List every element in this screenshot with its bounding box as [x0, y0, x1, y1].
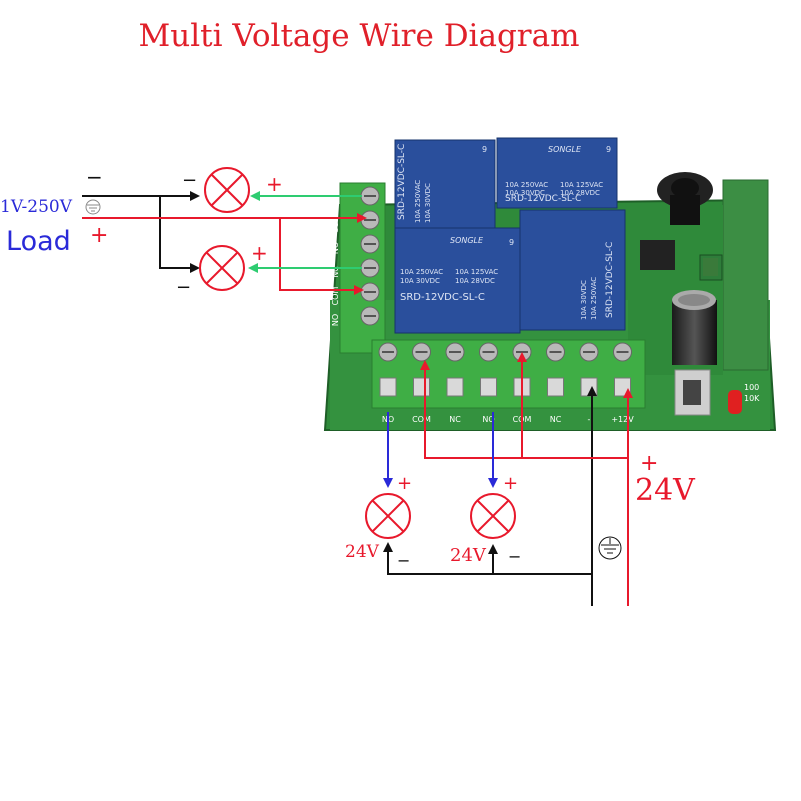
relay-2: SRD-12VDC-SL-C 10A 250VAC 10A 125VAC 10A… — [496, 137, 618, 209]
left-terminal-4 — [360, 258, 380, 278]
led: 100 10K — [728, 383, 760, 414]
bottom-terminal-label: NO — [482, 415, 494, 424]
bottom-terminal-label: - — [588, 415, 591, 424]
wires — [82, 191, 633, 606]
load-live-wire-2 — [279, 218, 364, 295]
svg-text:10A 125VAC: 10A 125VAC — [455, 268, 498, 276]
supply-plus-sign: + — [640, 451, 658, 476]
svg-text:SONGLE: SONGLE — [548, 145, 582, 154]
left-terminal-label: NO — [331, 314, 340, 326]
antenna-connector — [657, 172, 713, 225]
bottom-terminal-3 — [445, 342, 465, 397]
svg-text:10A 30VDC: 10A 30VDC — [505, 189, 545, 197]
lamp2-minus: − — [176, 277, 191, 298]
left-terminal-label: NC — [331, 266, 340, 278]
svg-text:10A 250VAC: 10A 250VAC — [590, 277, 598, 320]
svg-text:10A 28VDC: 10A 28VDC — [455, 277, 495, 285]
relay-3: SONGLE 9 10A 250VAC 10A 125VAC 10A 30VDC… — [394, 227, 521, 334]
left-terminal-3 — [360, 234, 380, 254]
svg-text:10A 30VDC: 10A 30VDC — [400, 277, 440, 285]
svg-text:10A 28VDC: 10A 28VDC — [560, 189, 600, 197]
small-lamp1-minus: − — [397, 551, 410, 570]
svg-text:10A 30VDC: 10A 30VDC — [424, 183, 432, 223]
svg-text:9: 9 — [509, 238, 514, 247]
small-lamp2-voltage: 24V — [450, 545, 487, 566]
svg-text:10K: 10K — [744, 394, 760, 403]
left-terminal-label: COM — [331, 287, 340, 306]
ground-icon-load — [85, 199, 101, 215]
load-label: Load — [6, 226, 71, 257]
load-neutral-wire — [82, 195, 200, 273]
svg-text:10A 125VAC: 10A 125VAC — [560, 181, 603, 189]
bottom-terminal-4 — [479, 342, 498, 397]
bottom-terminal-label: +12V — [611, 415, 634, 424]
diagram-title: Multi Voltage Wire Diagram — [139, 18, 580, 54]
lamp2-plus: + — [251, 241, 268, 265]
left-terminal-label: COM — [331, 215, 340, 234]
load-lamp-1 — [204, 167, 250, 213]
lamp1-minus: − — [182, 170, 197, 191]
small-lamp-1 — [365, 493, 411, 539]
small-lamp1-voltage: 24V — [345, 542, 380, 562]
svg-text:SRD-12VDC-SL-C: SRD-12VDC-SL-C — [397, 144, 407, 220]
left-terminal-label: NO — [331, 242, 340, 254]
small-lamp2-plus: + — [503, 473, 518, 494]
load-lamp-2 — [199, 245, 245, 291]
small-lamp2-minus: − — [508, 547, 521, 566]
bottom-terminal-6 — [546, 342, 565, 397]
load-minus-sign: − — [86, 165, 103, 189]
ground-icon-supply — [598, 536, 622, 560]
svg-text:10A 250VAC: 10A 250VAC — [505, 181, 548, 189]
left-terminal-label: NC — [331, 194, 340, 206]
svg-text:SRD-12VDC-SL-C: SRD-12VDC-SL-C — [605, 242, 615, 318]
svg-text:100: 100 — [744, 383, 759, 392]
svg-text:9: 9 — [606, 145, 611, 154]
bottom-terminal-label: COM — [412, 415, 431, 424]
com-bus-wire — [420, 360, 628, 459]
lamp1-plus: + — [266, 172, 283, 196]
relay-board: NC COM NO NC COM NO SRD-12VDC-SL-C 10A 250VAC… — [323, 137, 777, 431]
svg-text:SRD-12VDC-SL-C: SRD-12VDC-SL-C — [505, 194, 581, 204]
small-lamp1-plus: + — [397, 473, 412, 494]
supply-voltage-label: 24V — [635, 473, 696, 508]
left-terminal-1 — [360, 186, 380, 206]
bottom-terminal-label: NC — [550, 415, 562, 424]
svg-text:10A 250VAC: 10A 250VAC — [400, 268, 443, 276]
left-terminal-2 — [360, 210, 380, 230]
capacitor — [672, 290, 717, 365]
relay-1: SRD-12VDC-SL-C 10A 250VAC 10A 30VDC 9 — [394, 139, 496, 231]
load-plus-sign: + — [90, 223, 108, 248]
svg-text:SONGLE: SONGLE — [450, 236, 484, 245]
bottom-terminal-1 — [378, 342, 398, 397]
voltage-range-label: 1V-250V — [0, 197, 73, 217]
svg-text:9: 9 — [482, 145, 487, 154]
left-terminal-6 — [360, 306, 380, 326]
push-button — [674, 369, 711, 416]
lamp-return-wire — [383, 542, 592, 575]
bottom-terminal-label: NC — [449, 415, 461, 424]
svg-text:SRD-12VDC-SL-C: SRD-12VDC-SL-C — [400, 292, 485, 303]
svg-text:10A 250VAC: 10A 250VAC — [414, 180, 422, 223]
relay-4: SRD-12VDC-SL-C 10A 250VAC 10A 30VDC — [519, 209, 626, 331]
svg-text:10A 30VDC: 10A 30VDC — [580, 280, 588, 320]
small-lamp-2 — [470, 493, 516, 539]
left-terminal-5 — [360, 282, 380, 302]
